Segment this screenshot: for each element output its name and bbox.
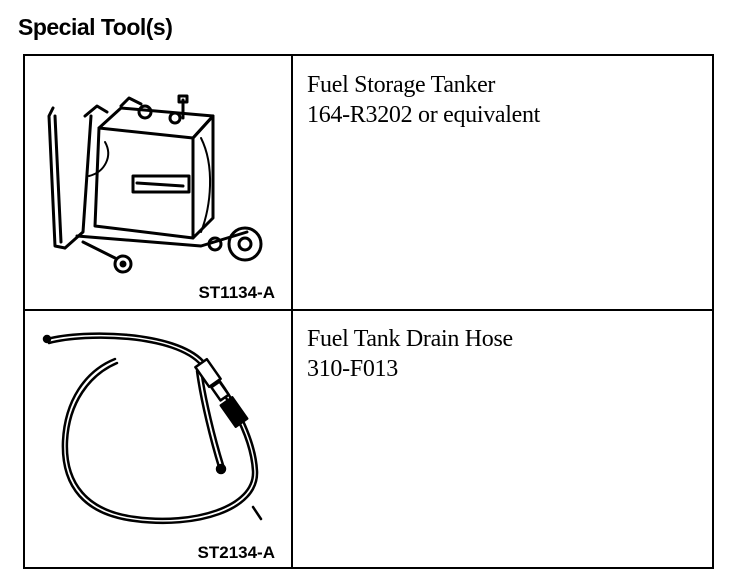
tool-image-cell-hose: ST2134-A <box>25 311 291 569</box>
tool-description-hose: Fuel Tank Drain Hose 310-F013 <box>307 324 513 384</box>
fuel-drain-hose-icon <box>42 332 263 525</box>
tool-image-cell-tanker: ST1134-A <box>25 56 291 309</box>
tool-name: Fuel Storage Tanker <box>307 72 496 98</box>
tool-part-number: 164-R3202 or equivalent <box>307 102 541 128</box>
column-divider <box>291 56 293 567</box>
figure-code: ST1134-A <box>198 283 275 302</box>
special-tools-table: ST1134-A ST2134-A <box>23 54 714 569</box>
row-divider <box>25 309 712 311</box>
tool-description-tanker: Fuel Storage Tanker 164-R3202 or equival… <box>307 70 540 130</box>
fuel-storage-tanker-icon <box>47 94 263 274</box>
tool-name: Fuel Tank Drain Hose <box>307 326 513 352</box>
page-title: Special Tool(s) <box>18 14 173 40</box>
figure-code: ST2134-A <box>197 543 275 562</box>
tool-part-number: 310-F013 <box>307 356 398 382</box>
